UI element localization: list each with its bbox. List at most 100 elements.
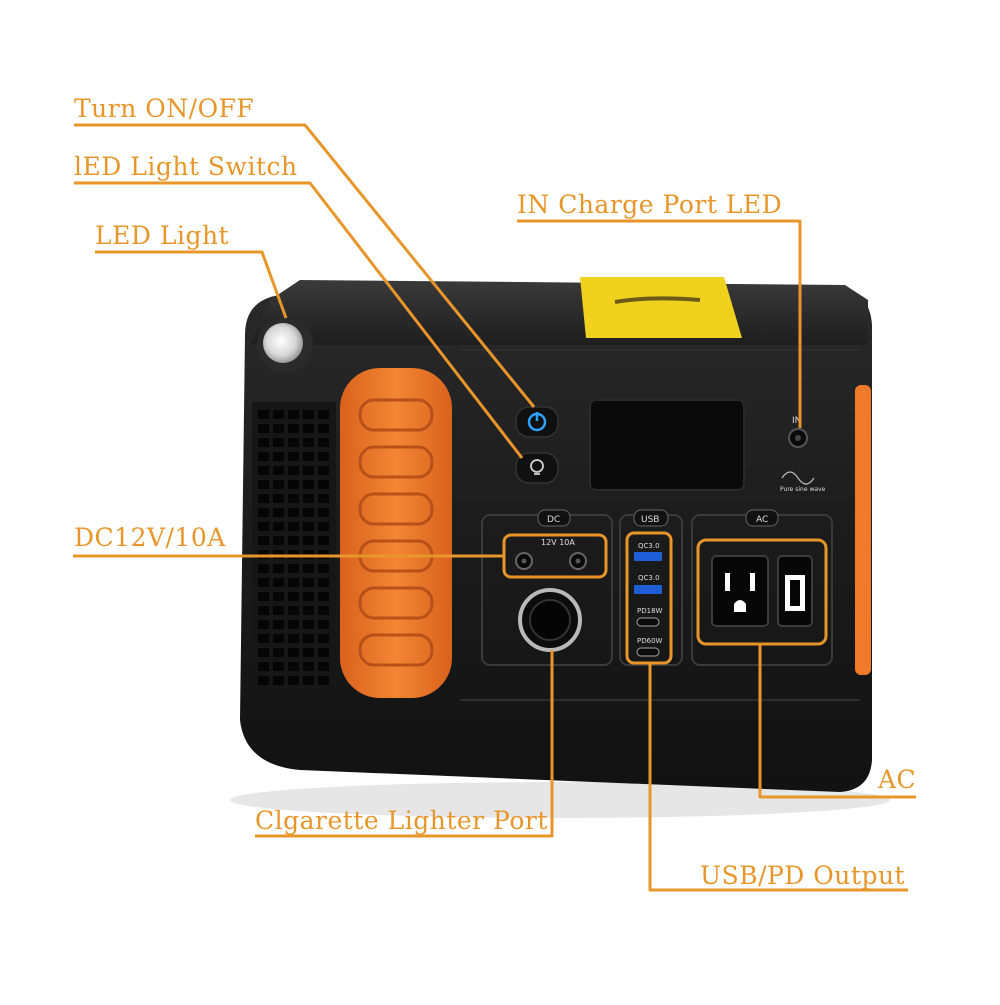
side-vent [252,402,336,692]
vent-hole [273,634,284,643]
vent-hole [273,564,284,573]
ac-outlet-1-slot-right [750,573,755,591]
label-ac: AC [878,765,917,794]
vent-hole [318,410,329,419]
label-led-light-switch: lED Light Switch [74,152,298,181]
lcd-screen [589,399,745,491]
power-button [515,406,559,438]
vent-hole [303,620,314,629]
vent-hole [258,438,269,447]
vent-hole [303,522,314,531]
sine-wave-icon [781,471,815,485]
vent-hole [288,634,299,643]
vent-hole [318,508,329,517]
label-usb-pd: USB/PD Output [700,861,906,890]
label-in-charge-port-led: IN Charge Port LED [517,190,783,219]
vent-hole [318,676,329,685]
vent-hole [258,676,269,685]
bumper-ridge [358,633,434,667]
vent-hole [258,466,269,475]
label-dc: DC12V/10A [74,523,226,552]
highlight-usb [625,531,673,665]
vent-hole [318,466,329,475]
vent-hole [303,564,314,573]
dc-port-rating: 12V 10A [541,538,575,547]
vent-hole [303,480,314,489]
usb-port-4-label: PD60W [637,637,663,645]
vent-hole [303,494,314,503]
label-turn-on-off: Turn ON/OFF [74,94,255,123]
ac-outlet-1 [711,555,769,627]
vent-hole [288,494,299,503]
vent-hole [258,410,269,419]
vent-hole [318,536,329,545]
vent-hole [303,648,314,657]
vent-hole [303,410,314,419]
vent-hole [258,508,269,517]
vent-hole [303,592,314,601]
leader-led-light-switch [74,181,524,459]
vent-hole [303,676,314,685]
vent-hole [303,424,314,433]
rubber-bumper [340,368,452,698]
vent-hole [288,620,299,629]
vent-hole [318,564,329,573]
vent-hole [288,424,299,433]
top-yellow-pad-mark [614,296,701,304]
vent-hole [273,676,284,685]
vent-hole [318,494,329,503]
vent-hole [303,438,314,447]
bumper-ridge [358,492,434,526]
vent-hole [318,438,329,447]
vent-hole [258,606,269,615]
in-charge-port-core [795,435,801,441]
top-yellow-pad [580,277,742,338]
vent-hole [258,452,269,461]
vent-hole [318,424,329,433]
vent-hole [288,508,299,517]
vent-hole [273,452,284,461]
vent-hole [273,620,284,629]
vent-hole [288,578,299,587]
ac-section-label: AC [756,515,768,525]
vent-hole [303,606,314,615]
usb-c-port-1 [636,617,660,627]
floor-shadow [230,782,890,818]
highlight-dc [502,533,608,579]
vent-hole [288,676,299,685]
vent-hole [258,578,269,587]
leader-cigarette [255,650,554,838]
device-top [250,280,868,345]
vent-holes [258,410,329,685]
right-rubber [855,385,871,675]
leader-ac [758,644,916,799]
vent-hole [303,466,314,475]
usb-port-2-label: QC3.0 [638,574,660,582]
cigarette-lighter-inner [529,599,571,641]
vent-hole [288,410,299,419]
leader-usb-pd [648,663,908,892]
vent-hole [273,662,284,671]
vent-hole [288,662,299,671]
light-switch-button [515,452,559,484]
vent-hole [288,480,299,489]
led-lamp [263,323,303,363]
vent-hole [258,592,269,601]
vent-hole [318,578,329,587]
dc-section-label: DC [547,515,560,525]
highlight-boxes [502,531,828,665]
dc-port-1-core [521,558,527,564]
bulb-icon [530,459,544,473]
vent-hole [273,480,284,489]
leader-turn-on-off [74,123,536,408]
usb-port-1 [634,552,662,561]
label-led-light: LED Light [95,221,230,250]
vent-hole [318,634,329,643]
label-cigarette: Clgarette Lighter Port [255,806,548,835]
usb-port-2 [634,585,662,594]
vent-hole [258,648,269,657]
vent-hole [258,536,269,545]
vent-hole [288,592,299,601]
vent-hole [318,662,329,671]
